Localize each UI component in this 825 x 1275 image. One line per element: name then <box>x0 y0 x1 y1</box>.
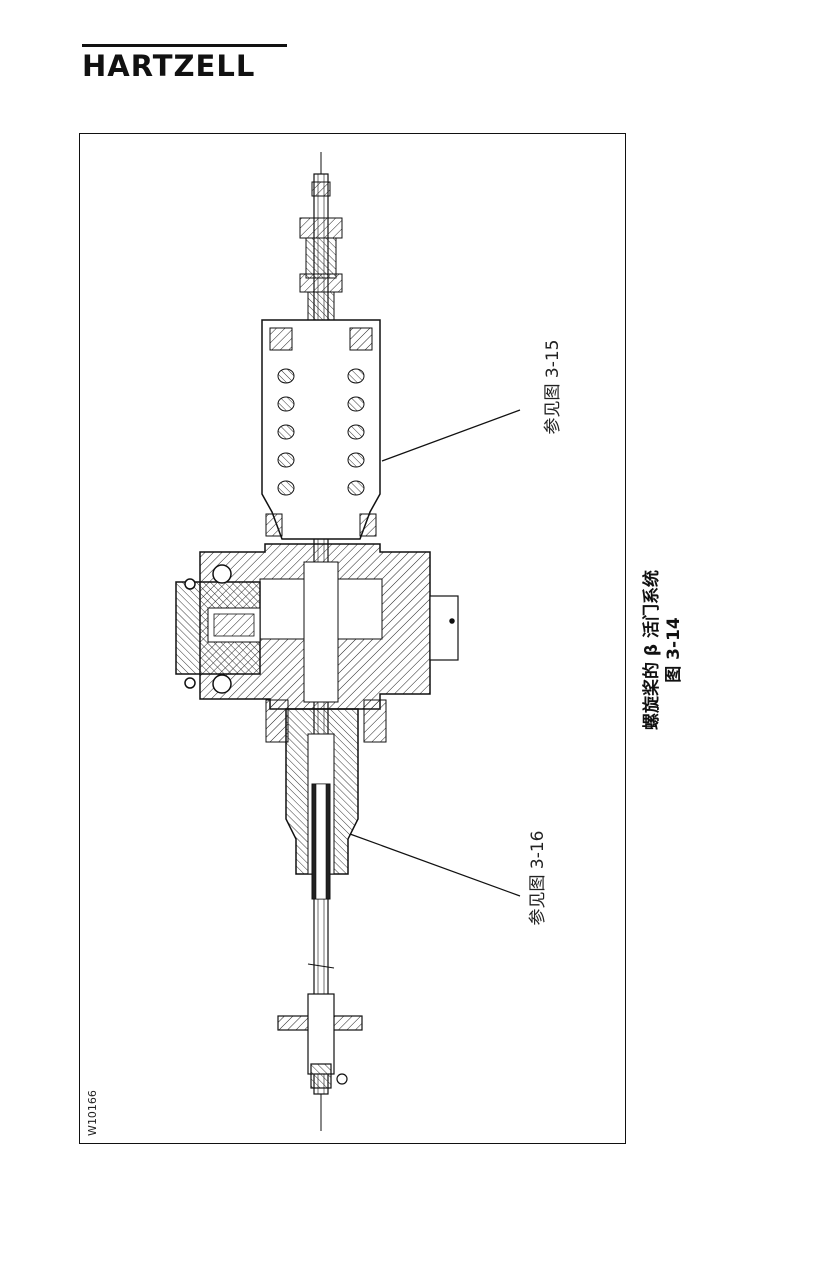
figure-caption: 螺旋桨的 β 活门系统 图 3-14 <box>641 550 687 750</box>
caption-title: 螺旋桨的 β 活门系统 <box>642 570 662 731</box>
spring-housing <box>261 319 381 540</box>
callout-see-fig-3-16: 参见图 3-16 <box>528 830 548 926</box>
beta-valve-drawing <box>175 152 521 1131</box>
yoke <box>175 564 261 694</box>
figure-frame: 参见图 3-15 参见图 3-16 W10166 <box>79 133 626 1144</box>
callout-see-fig-3-15: 参见图 3-15 <box>543 339 563 435</box>
leader-lines <box>349 409 521 897</box>
upper-flanges <box>299 217 343 321</box>
hartzell-logo: HARTZELL <box>82 44 287 81</box>
logo-text: HARTZELL <box>82 49 256 83</box>
caption-number: 图 3-14 <box>664 617 684 683</box>
tail-fitting <box>277 963 363 1089</box>
logo-rule <box>82 44 287 47</box>
figure-id: W10166 <box>86 1090 99 1136</box>
lower-housing <box>265 699 387 900</box>
